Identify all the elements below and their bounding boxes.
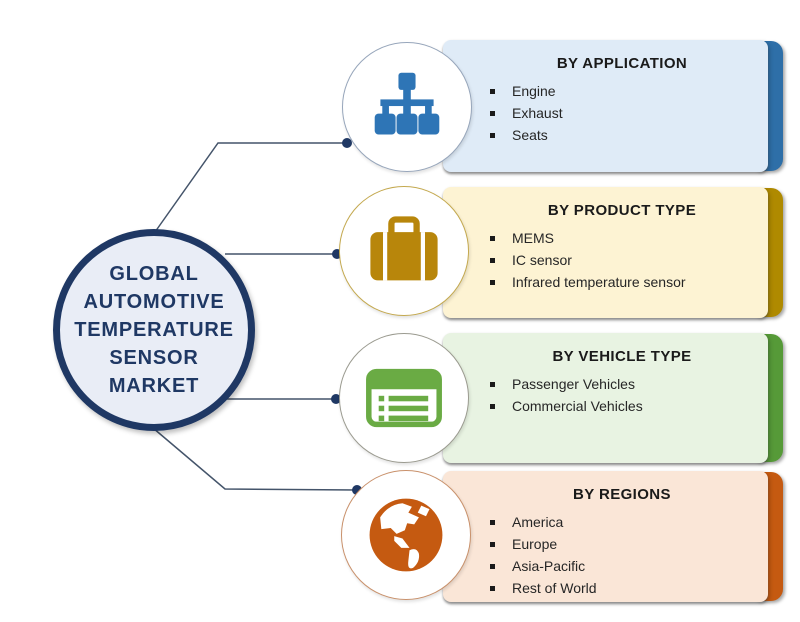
- briefcase-icon: [370, 216, 438, 281]
- panel-header: BY APPLICATION: [556, 55, 688, 72]
- center-title-line: AUTOMOTIVE: [83, 291, 225, 313]
- center-title-line: MARKET: [108, 375, 200, 397]
- panel-by-application: BY APPLICATION Engine Exhaust Seats: [443, 40, 783, 172]
- bullet-marker: [490, 403, 495, 409]
- item-label: MEMS: [512, 230, 554, 246]
- item-label: Seats: [512, 127, 548, 143]
- sitemap-icon: [374, 72, 440, 135]
- panel-content: BY REGIONS America Europe Asia-Pacific R…: [443, 471, 768, 602]
- list-item: Asia-Pacific: [490, 555, 754, 577]
- bullet-marker: [490, 132, 495, 138]
- item-label: Infrared temperature sensor: [512, 274, 686, 290]
- center-title-line: SENSOR: [109, 347, 199, 369]
- bullet-marker: [490, 257, 495, 263]
- list-item: Engine: [490, 80, 754, 102]
- panel-by-vehicle-type: BY VEHICLE TYPE Passenger Vehicles Comme…: [443, 333, 783, 463]
- panel-items: Passenger Vehicles Commercial Vehicles: [490, 373, 754, 417]
- item-label: Passenger Vehicles: [512, 376, 635, 392]
- connector-regions: [152, 427, 358, 491]
- panel-body: [443, 333, 768, 463]
- item-label: Exhaust: [512, 105, 563, 121]
- panel-header: BY PRODUCT TYPE: [547, 202, 697, 219]
- panel-header: BY VEHICLE TYPE: [552, 348, 692, 365]
- list-item: Seats: [490, 124, 754, 146]
- list-item: MEMS: [490, 227, 754, 249]
- bullet-marker: [490, 88, 495, 94]
- icon-circle-regions: [341, 470, 471, 600]
- panel-header: BY REGIONS: [573, 486, 671, 503]
- bullet-marker: [490, 381, 495, 387]
- item-label: Europe: [512, 536, 558, 552]
- icon-circle-application: [342, 42, 472, 172]
- list-item: Rest of World: [490, 577, 754, 599]
- item-label: Asia-Pacific: [512, 558, 586, 574]
- item-label: IC sensor: [512, 252, 572, 268]
- icon-circle-product-type: [339, 186, 469, 316]
- icon-circle-vehicle-type: [339, 333, 469, 463]
- panel-content: BY APPLICATION Engine Exhaust Seats: [443, 40, 768, 172]
- panel-content: BY VEHICLE TYPE Passenger Vehicles Comme…: [443, 333, 768, 463]
- list-item: Commercial Vehicles: [490, 395, 754, 417]
- connector-dot: [331, 394, 341, 404]
- panel-items: Engine Exhaust Seats: [490, 80, 754, 146]
- bullet-marker: [490, 279, 495, 285]
- panel-body: [443, 40, 768, 172]
- center-circle: GLOBAL AUTOMOTIVE TEMPERATURE SENSOR MAR…: [53, 229, 255, 431]
- item-label: Rest of World: [512, 580, 597, 596]
- list-item: Passenger Vehicles: [490, 373, 754, 395]
- bullet-marker: [490, 519, 495, 525]
- center-title-line: GLOBAL: [109, 263, 199, 285]
- connector-dot: [342, 138, 352, 148]
- panel-items: MEMS IC sensor Infrared temperature sens…: [490, 227, 754, 293]
- list-icon: [366, 368, 442, 428]
- list-item: Infrared temperature sensor: [490, 271, 754, 293]
- list-item: Exhaust: [490, 102, 754, 124]
- bullet-marker: [490, 235, 495, 241]
- item-label: Commercial Vehicles: [512, 398, 643, 414]
- connector-application: [154, 142, 347, 233]
- center-title: GLOBAL AUTOMOTIVE TEMPERATURE SENSOR MAR…: [74, 260, 234, 400]
- center-title-line: TEMPERATURE: [74, 319, 234, 341]
- panel-body: [443, 471, 768, 602]
- bullet-marker: [490, 585, 495, 591]
- list-item: Europe: [490, 533, 754, 555]
- panel-by-regions: BY REGIONS America Europe Asia-Pacific R…: [443, 471, 783, 602]
- list-item: America: [490, 511, 754, 533]
- list-item: IC sensor: [490, 249, 754, 271]
- bullet-marker: [490, 563, 495, 569]
- bullet-marker: [490, 110, 495, 116]
- bullet-marker: [490, 541, 495, 547]
- panel-body: [443, 187, 768, 318]
- panel-content: BY PRODUCT TYPE MEMS IC sensor Infrared …: [443, 187, 768, 318]
- panel-by-product-type: BY PRODUCT TYPE MEMS IC sensor Infrared …: [443, 187, 783, 318]
- globe-icon: [369, 498, 443, 572]
- item-label: Engine: [512, 83, 556, 99]
- item-label: America: [512, 514, 564, 530]
- panel-items: America Europe Asia-Pacific Rest of Worl…: [490, 511, 754, 599]
